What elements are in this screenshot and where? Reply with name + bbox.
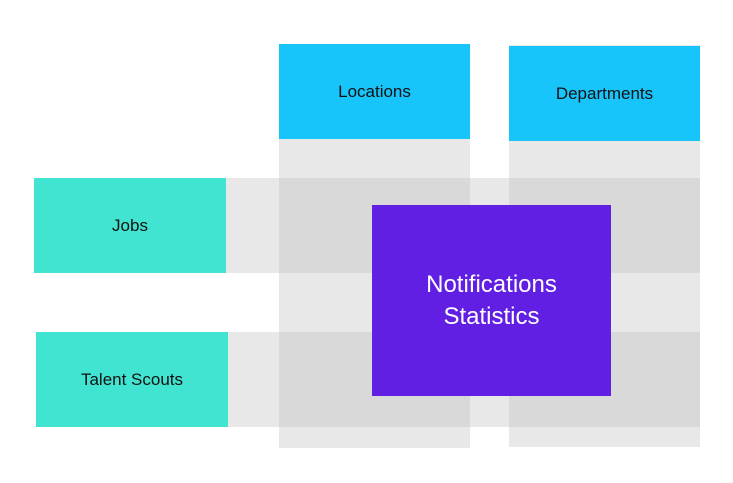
center-label-line-1: Notifications: [426, 270, 557, 298]
talent-scouts-box: Talent Scouts: [36, 332, 228, 427]
jobs-label: Jobs: [112, 215, 148, 235]
departments-label: Departments: [555, 83, 654, 103]
departments-box: Departments: [509, 46, 700, 141]
center-label-line-2: Statistics: [443, 302, 540, 330]
jobs-box: Jobs: [34, 178, 226, 273]
talent-scouts-label: Talent Scouts: [80, 369, 184, 389]
notifications-statistics-box: Notifications Statistics: [372, 205, 611, 396]
locations-box: Locations: [279, 44, 470, 139]
locations-label: Locations: [338, 81, 411, 101]
